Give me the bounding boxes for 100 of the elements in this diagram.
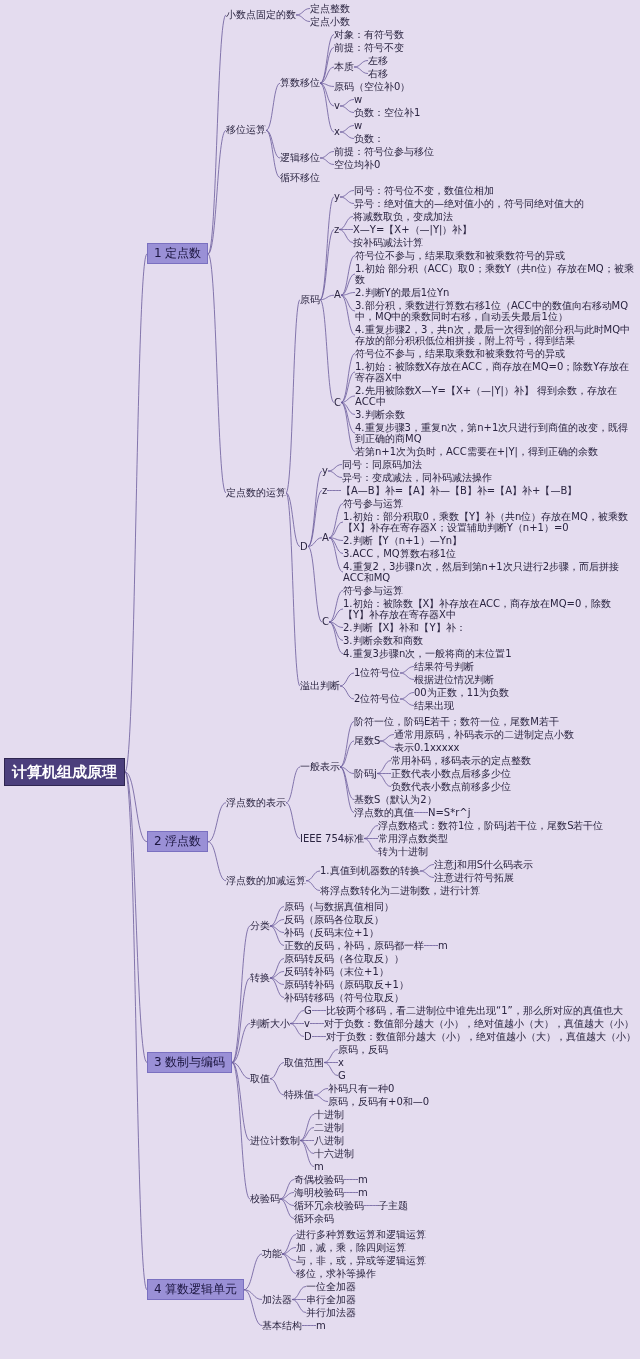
connector-line	[419, 870, 435, 878]
topic-text: 1.初始 部分积（ACC）取0；乘数Y（共n位）存放在MQ；被乘数	[355, 262, 637, 286]
connector-line	[376, 760, 392, 774]
connector-line	[307, 537, 323, 547]
topic-text: w	[354, 119, 363, 131]
topic-text: 前提：符号不变	[334, 41, 404, 53]
root-topic: 计算机组成原理	[4, 757, 125, 786]
connector-line	[319, 151, 335, 159]
topic-text: 符号参与运算	[343, 584, 403, 596]
connector-line	[269, 919, 285, 927]
topic-text: z	[322, 484, 328, 496]
connector-line	[311, 1036, 327, 1037]
topic-text: 4.重复步骤2，3，共n次，最后一次得到的部分积与此时MQ中存放的部分积积低位相拼接，附上符号，得到结果	[355, 323, 637, 347]
connector-line	[423, 945, 439, 946]
connector-line	[231, 1062, 251, 1141]
connector-line	[339, 766, 355, 800]
connector-line	[289, 1023, 305, 1037]
connector-line	[319, 294, 335, 301]
topic-text: 基本结构	[262, 1319, 302, 1331]
topic-text: 正数代表小数点后移多少位	[391, 767, 511, 779]
topic-text: 小数点固定的数	[226, 9, 296, 21]
topic-text: 注意进行符号拓展	[434, 871, 514, 883]
topic-text: 负数代表小数点前移多少位	[391, 780, 511, 792]
connector-line	[376, 773, 392, 787]
connector-line	[340, 353, 356, 403]
connector-line	[307, 470, 323, 547]
topic-text: 结果出现	[414, 699, 454, 711]
topic-text: 通常用原码，补码表示的二进制定点小数	[394, 728, 574, 740]
topic-text: v	[304, 1017, 310, 1029]
topic-text: 加，减，乘，除四则运算	[296, 1241, 406, 1253]
topic-text: 本质	[334, 61, 354, 73]
connector-line	[340, 395, 356, 403]
connector-line	[319, 47, 335, 84]
connector-line	[269, 977, 285, 998]
topic-text: y	[322, 465, 328, 477]
topic-text: 1.真值到机器数的转换	[320, 865, 420, 877]
topic-text: 对于负数：数值部分越大（小），绝对值越小（大），真值越大（小）	[326, 1030, 636, 1042]
topic-text: 算数移位	[280, 77, 320, 89]
connector-line	[207, 253, 227, 494]
topic-text: 移位，求补等操作	[296, 1267, 376, 1279]
connector-line	[243, 1289, 263, 1326]
connector-line	[269, 1062, 285, 1080]
topic-text: m	[358, 1173, 368, 1185]
connector-line	[281, 1253, 297, 1261]
connector-line	[313, 1094, 329, 1102]
topic-text: 原码转补码（原码取反+1）	[284, 978, 409, 990]
topic-text: m	[314, 1160, 324, 1172]
connector-line	[413, 812, 429, 813]
topic-text: 海明校验码	[294, 1186, 344, 1198]
topic-text: 前提：符号位参与移位	[334, 145, 434, 157]
topic-text: 反码（原码各位取反）	[284, 913, 384, 925]
connector-line	[399, 672, 415, 680]
connector-line	[269, 977, 285, 985]
connector-line	[279, 1192, 295, 1200]
connector-line	[376, 773, 392, 774]
topic-text: 八进制	[314, 1134, 344, 1146]
topic-text: 尾数S	[354, 735, 381, 747]
connector-line	[343, 1192, 359, 1193]
topic-text: 原码，反码有+0和—0	[328, 1095, 430, 1107]
topic-text: 转为十进制	[378, 845, 428, 857]
topic-text: 进位计数制	[250, 1134, 300, 1146]
connector-line	[328, 590, 344, 623]
topic-text: 00为正数，11为负数	[414, 686, 510, 698]
connector-line	[319, 299, 335, 403]
connector-line	[363, 838, 379, 852]
connector-line	[339, 766, 355, 774]
connector-line	[339, 672, 355, 687]
topic-text: 判断大小	[250, 1017, 290, 1029]
topic-text: m	[316, 1319, 326, 1331]
topic-text: 分类	[250, 920, 270, 932]
topic-text: 并行加法器	[306, 1306, 356, 1318]
topic-text: 功能	[262, 1248, 282, 1260]
connector-line	[307, 546, 323, 623]
connector-line	[299, 1114, 315, 1141]
connector-line	[291, 1299, 307, 1313]
connector-line	[311, 1010, 327, 1011]
topic-text: 符号参与运算	[343, 497, 403, 509]
connector-line	[363, 838, 379, 839]
connector-line	[339, 721, 355, 768]
connector-line	[313, 1088, 329, 1096]
topic-text: 符号位不参与，结果取乘数和被乘数符号的异或	[355, 347, 565, 359]
topic-text: 若第n+1次为负时，ACC需要在+|Y|，得到正确的余数	[355, 445, 598, 457]
connector-line	[319, 229, 335, 301]
topic-text: 注意j和用S什么码表示	[434, 858, 534, 870]
topic-text: 加法器	[262, 1293, 292, 1305]
topic-text: 1.初始：被除数【X】补存放在ACC，商存放在MQ=0，除数【Y】补存放在寄存器X中	[343, 597, 637, 621]
topic-text: 将减数取负，变成加法	[353, 210, 453, 222]
connector-line	[265, 130, 281, 178]
topic-text: y	[334, 191, 340, 203]
connector-line	[399, 692, 415, 700]
topic-text: A	[322, 531, 329, 544]
topic-text: 正数的反码，补码，原码都一样	[284, 939, 424, 951]
connector-line	[305, 870, 321, 882]
connector-line	[305, 880, 321, 891]
connector-line	[328, 537, 344, 541]
connector-line	[319, 82, 335, 87]
topic-text: 2位符号位	[354, 693, 401, 705]
topic-text: 补码转移码（符号位取反）	[284, 991, 404, 1003]
topic-text: 取值范围	[284, 1056, 324, 1068]
topic-text: 基数S（默认为2）	[354, 793, 437, 805]
